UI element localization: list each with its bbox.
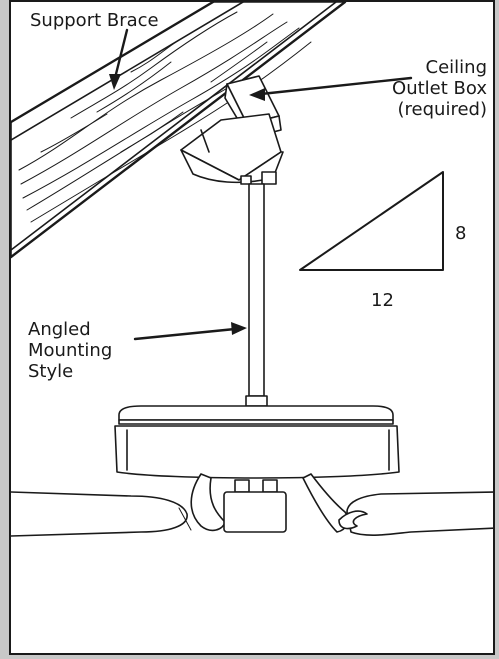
outlet-box-label-line: (required) [397,99,487,120]
angled-mounting-label-line: Angled [28,319,91,340]
canopy [180,113,284,185]
slope-triangle [299,171,444,271]
blade-left [11,491,192,537]
installation-diagram: Support Brace Ceiling Outlet Box (requir… [9,0,495,655]
slope-run-label: 12 [371,290,394,311]
support-brace-label: Support Brace [30,10,159,31]
motor-housing [114,405,400,479]
outlet-box-label-line: Outlet Box [392,78,487,99]
blade-iron-right [302,473,368,533]
fan-illustration [11,2,493,537]
angled-mounting-label-line: Mounting [28,340,113,361]
wood-grain [18,11,312,223]
downrod [245,183,268,407]
callout-arrows [109,28,413,341]
support-brace [11,2,347,259]
outlet-box-label: Ceiling Outlet Box (required) [392,57,487,120]
angled-mounting-label-line: Style [28,361,74,382]
angled-mounting-label: Angled Mounting Style [28,319,112,382]
switch-housing [223,479,287,533]
blade-iron-left [190,473,226,532]
slope-rise-label: 8 [455,223,467,244]
blade-right [346,491,493,536]
outlet-box-label-line: Ceiling [425,57,487,78]
